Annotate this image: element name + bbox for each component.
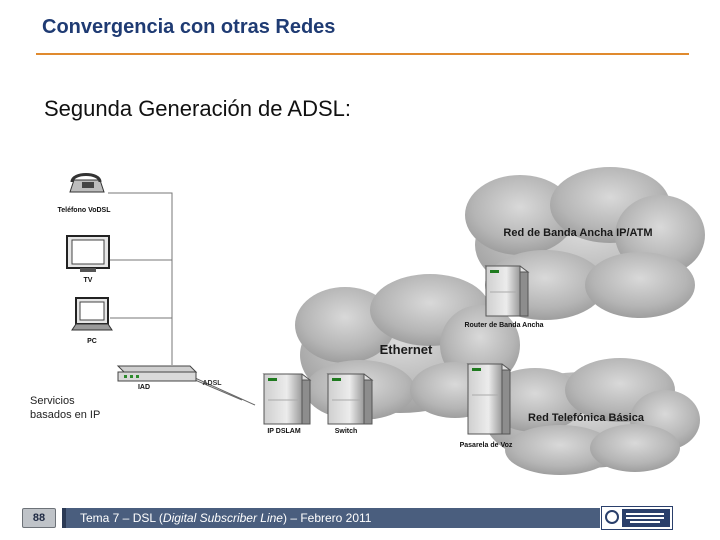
ip-dslam-label: IP DSLAM xyxy=(267,428,300,435)
phone-label: Teléfono VoDSL xyxy=(57,207,111,214)
voice-gateway-server-icon xyxy=(466,363,512,435)
footer-text-end: ) – Febrero 2011 xyxy=(282,511,372,525)
tv-icon xyxy=(66,235,110,272)
pstn-cloud-label: Red Telefónica Básica xyxy=(528,412,645,424)
adsl-label: ADSL xyxy=(202,380,222,387)
iad-label: IAD xyxy=(138,384,150,391)
footer-bar: Tema 7 – DSL (Digital Subscriber Line) –… xyxy=(62,508,600,528)
connection-lines xyxy=(108,192,256,406)
pc-label: PC xyxy=(87,338,97,345)
slide-title: Convergencia con otras Redes xyxy=(42,16,336,38)
footer-text-start: Tema 7 – DSL ( xyxy=(80,511,163,525)
page-number: 88 xyxy=(22,508,56,528)
router-server-icon xyxy=(484,265,530,317)
iad-icon xyxy=(116,365,198,382)
phone-icon xyxy=(69,173,105,193)
university-seal-icon xyxy=(605,510,619,524)
switch-server-icon xyxy=(326,373,374,425)
pc-icon xyxy=(71,297,113,331)
title-rule xyxy=(36,53,689,55)
side-note-line1: Servicios xyxy=(30,395,75,407)
university-wordmark xyxy=(622,509,670,527)
footer-text-italic: Digital Subscriber Line xyxy=(162,511,283,525)
tv-label: TV xyxy=(84,277,93,284)
switch-label: Switch xyxy=(335,428,358,435)
ethernet-cloud-label: Ethernet xyxy=(380,342,433,357)
side-note-line2: basados en IP xyxy=(30,409,101,421)
side-note: Servicios basados en IP xyxy=(30,394,130,422)
footer-text: Tema 7 – DSL (Digital Subscriber Line) –… xyxy=(80,511,371,525)
pstn-cloud xyxy=(485,358,700,475)
ip-dslam-server-icon xyxy=(262,373,312,425)
voice-gateway-label: Pasarela de Voz xyxy=(460,442,513,449)
university-logo xyxy=(601,506,673,530)
broadband-cloud-label: Red de Banda Ancha IP/ATM xyxy=(503,227,652,239)
slide-subtitle: Segunda Generación de ADSL: xyxy=(44,96,352,121)
router-label: Router de Banda Ancha xyxy=(464,322,543,329)
